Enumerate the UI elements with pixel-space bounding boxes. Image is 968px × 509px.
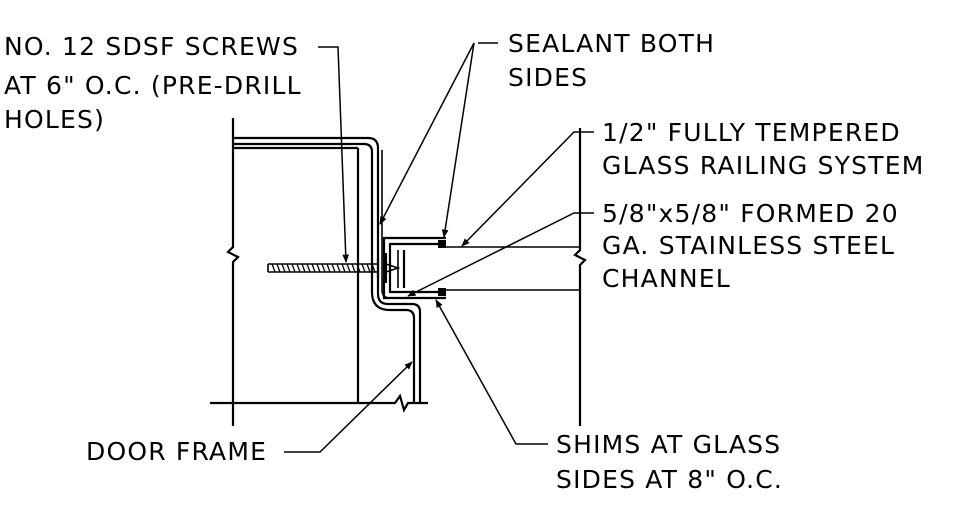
screw-thread <box>281 263 286 273</box>
shims-leader <box>435 299 548 445</box>
screw-thread <box>326 263 331 273</box>
stainless-channel <box>382 236 446 300</box>
glass-leader <box>461 131 594 247</box>
screws-note-line-1: NO. 12 SDSF SCREWS <box>4 32 299 61</box>
door-frame-inner <box>233 142 416 403</box>
screw-thread <box>286 263 291 273</box>
channel-note-line-3: CHANNEL <box>602 264 731 293</box>
screw-thread <box>291 263 296 273</box>
screw-thread <box>366 263 371 273</box>
screw-head <box>376 253 388 283</box>
shims-note: SHIMS AT GLASS SIDES AT 8" O.C. <box>556 430 790 494</box>
screws-leader <box>318 46 350 263</box>
floor-line <box>210 393 428 413</box>
glass-note-line-1: 1/2" FULLY TEMPERED <box>602 118 901 147</box>
screw-thread <box>361 263 366 273</box>
screw-tip <box>385 263 401 273</box>
screws-note-line-3: HOLES) <box>4 105 105 134</box>
sealant-bead-top <box>438 240 446 248</box>
shims-note-line-2: SIDES AT 8" O.C. <box>556 465 783 494</box>
shims-note-line-1: SHIMS AT GLASS <box>556 430 781 459</box>
screw-thread <box>316 263 321 273</box>
channel-note: 5/8"x5/8" FORMED 20 GA. STAINLESS STEEL … <box>602 199 908 293</box>
channel-note-line-1: 5/8"x5/8" FORMED 20 <box>602 199 899 228</box>
door-frame-note: DOOR FRAME <box>86 437 267 466</box>
door-frame-note-line-1: DOOR FRAME <box>86 437 267 466</box>
sealant-leader-2 <box>441 42 475 238</box>
sealant-note-line-2: SIDES <box>508 63 588 92</box>
sealant-note-line-1: SEALANT BOTH <box>508 29 715 58</box>
right-jamb-line <box>573 128 587 426</box>
screw-thread <box>296 263 301 273</box>
screws-note-line-2: AT 6" O.C. (PRE-DRILL <box>4 71 302 100</box>
glass-note-line-2: GLASS RAILING SYSTEM <box>602 151 924 180</box>
sealant-note: SEALANT BOTH SIDES <box>508 29 724 92</box>
left-wall-line <box>226 118 240 426</box>
screw-thread <box>331 263 336 273</box>
screw-thread <box>341 263 346 273</box>
screw <box>267 253 401 283</box>
door-frame-leader <box>284 361 413 453</box>
screw-thread <box>311 263 316 273</box>
screws-note: NO. 12 SDSF SCREWS AT 6" O.C. (PRE-DRILL… <box>4 32 311 134</box>
screw-thread <box>321 263 326 273</box>
channel-note-line-2: GA. STAINLESS STEEL <box>602 231 895 260</box>
channel-leader <box>407 212 594 297</box>
screw-thread <box>306 263 311 273</box>
door-frame-outer <box>233 136 422 403</box>
channel-outer <box>382 236 446 300</box>
screw-thread <box>371 263 376 273</box>
screw-thread <box>336 263 341 273</box>
screw-thread <box>346 263 351 273</box>
screw-thread <box>356 263 361 273</box>
wall-opening <box>210 118 587 426</box>
leaders <box>284 42 594 453</box>
channel-inner <box>388 242 446 294</box>
screw-thread <box>271 263 276 273</box>
screw-thread <box>301 263 306 273</box>
screw-thread <box>351 263 356 273</box>
screw-threads <box>271 263 376 273</box>
sealant-bead-bottom <box>438 288 446 296</box>
glass-note: 1/2" FULLY TEMPERED GLASS RAILING SYSTEM <box>602 118 924 180</box>
screw-thread <box>276 263 281 273</box>
sealant-leader-1 <box>379 42 475 225</box>
